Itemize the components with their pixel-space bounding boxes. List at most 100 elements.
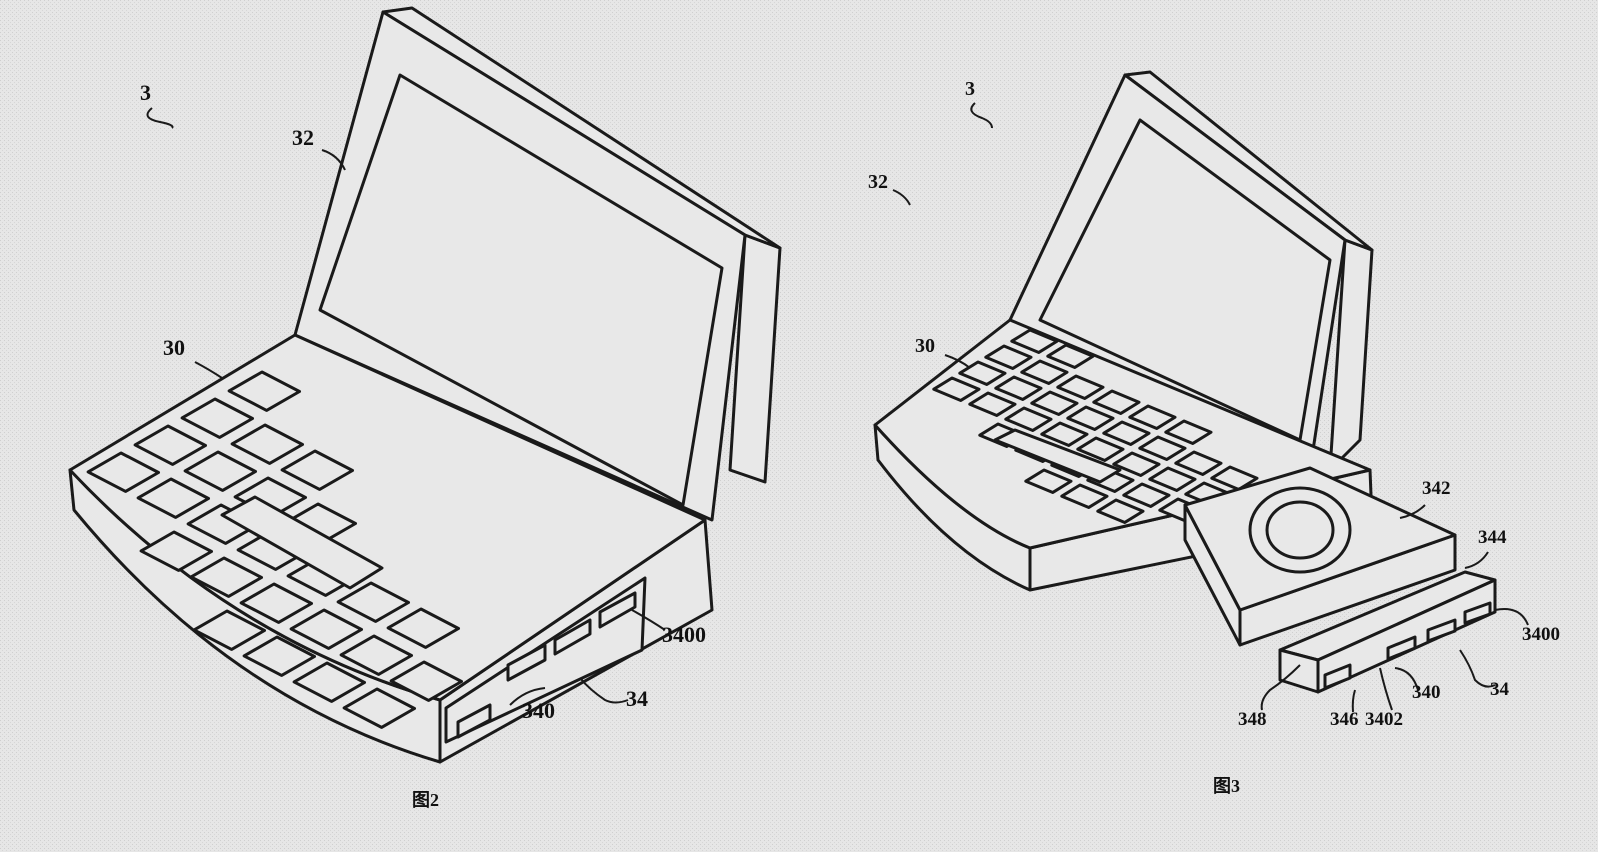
key — [386, 607, 460, 649]
key — [1076, 436, 1125, 462]
key — [1010, 328, 1059, 354]
key — [339, 634, 413, 676]
key — [994, 375, 1043, 401]
leader-34 — [1459, 649, 1496, 688]
usb-port — [456, 703, 492, 739]
ref-label-3: 3 — [965, 78, 975, 100]
figure-3-laptop: 3 32 30 342 344 3400 34 340 3402 346 348… — [868, 70, 1560, 796]
key — [230, 423, 304, 465]
figure-caption: 图2 — [412, 790, 439, 810]
key — [1056, 374, 1105, 400]
leader-342 — [1399, 504, 1426, 519]
key — [1046, 343, 1095, 369]
spacebar — [993, 428, 1122, 484]
leader-348 — [1260, 664, 1301, 711]
key — [1030, 390, 1079, 416]
key — [984, 344, 1033, 370]
leader-3402 — [1379, 667, 1393, 711]
key — [242, 635, 316, 677]
key — [1174, 450, 1223, 476]
usb-ports — [456, 591, 637, 739]
key — [133, 424, 207, 466]
key — [136, 477, 210, 519]
key — [1040, 421, 1089, 447]
keyboard — [86, 370, 463, 729]
leader-3 — [970, 102, 993, 129]
usb-port — [598, 591, 637, 629]
leader-32 — [321, 149, 346, 171]
key — [389, 660, 463, 702]
key — [280, 449, 354, 491]
leader-32 — [892, 189, 911, 206]
key — [139, 530, 213, 572]
key — [932, 376, 981, 402]
ref-label-340: 340 — [1412, 682, 1441, 703]
key — [1122, 482, 1171, 508]
key — [1096, 498, 1145, 524]
usb-port — [1426, 618, 1457, 643]
key — [336, 581, 410, 623]
figure-2-laptop: 3 32 30 3400 340 34 图2 — [68, 6, 782, 810]
leader-340 — [509, 687, 546, 706]
leader-3 — [146, 107, 174, 129]
ref-label-340: 340 — [522, 698, 555, 723]
key — [192, 609, 266, 651]
key — [1148, 466, 1197, 492]
key — [1066, 405, 1115, 431]
ref-label-34: 34 — [1490, 679, 1510, 700]
key — [1020, 359, 1069, 385]
key — [289, 608, 363, 650]
key — [1102, 420, 1151, 446]
key — [227, 370, 301, 412]
leader-340 — [1394, 667, 1419, 691]
ref-label-348: 348 — [1238, 709, 1267, 730]
ref-label-342: 342 — [1422, 478, 1451, 499]
ref-label-32: 32 — [868, 171, 888, 193]
key — [1128, 404, 1177, 430]
key — [1164, 419, 1213, 445]
leader-344 — [1464, 551, 1489, 569]
ref-label-344: 344 — [1478, 527, 1507, 548]
key — [1092, 389, 1141, 415]
key — [86, 451, 160, 493]
key — [958, 360, 1007, 386]
ref-label-346: 346 — [1330, 709, 1359, 730]
ref-label-3402: 3402 — [1365, 709, 1403, 730]
key — [292, 661, 366, 703]
key — [189, 556, 263, 598]
leader-3400 — [631, 609, 666, 631]
ref-label-30: 30 — [915, 335, 935, 357]
screen — [318, 73, 724, 507]
key — [1024, 468, 1073, 494]
key — [183, 450, 257, 492]
key — [342, 687, 416, 729]
key — [1112, 451, 1161, 477]
usb-ports — [1323, 601, 1492, 690]
disc-inner — [1265, 500, 1335, 560]
leader-30 — [194, 361, 223, 379]
ref-label-34: 34 — [626, 686, 648, 711]
ref-label-3400: 3400 — [662, 622, 706, 647]
key — [968, 391, 1017, 417]
keyboard — [932, 328, 1259, 524]
leader-30 — [944, 354, 971, 369]
leader-34 — [579, 677, 629, 704]
usb-port — [1386, 635, 1417, 661]
key — [239, 582, 313, 624]
key — [180, 397, 254, 439]
module-end — [1278, 648, 1320, 694]
ref-label-32: 32 — [292, 125, 314, 150]
leader-346 — [1351, 689, 1356, 713]
key — [1138, 435, 1187, 461]
usb-port — [553, 618, 592, 656]
ref-label-3400: 3400 — [1522, 624, 1560, 645]
figure-caption: 图3 — [1213, 776, 1240, 796]
leader-3400 — [1494, 608, 1529, 626]
key — [1060, 483, 1109, 509]
ref-label-30: 30 — [163, 335, 185, 360]
spacebar — [220, 495, 384, 590]
usb-port — [1323, 663, 1352, 690]
key — [1004, 406, 1053, 432]
ref-label-3: 3 — [140, 80, 151, 105]
